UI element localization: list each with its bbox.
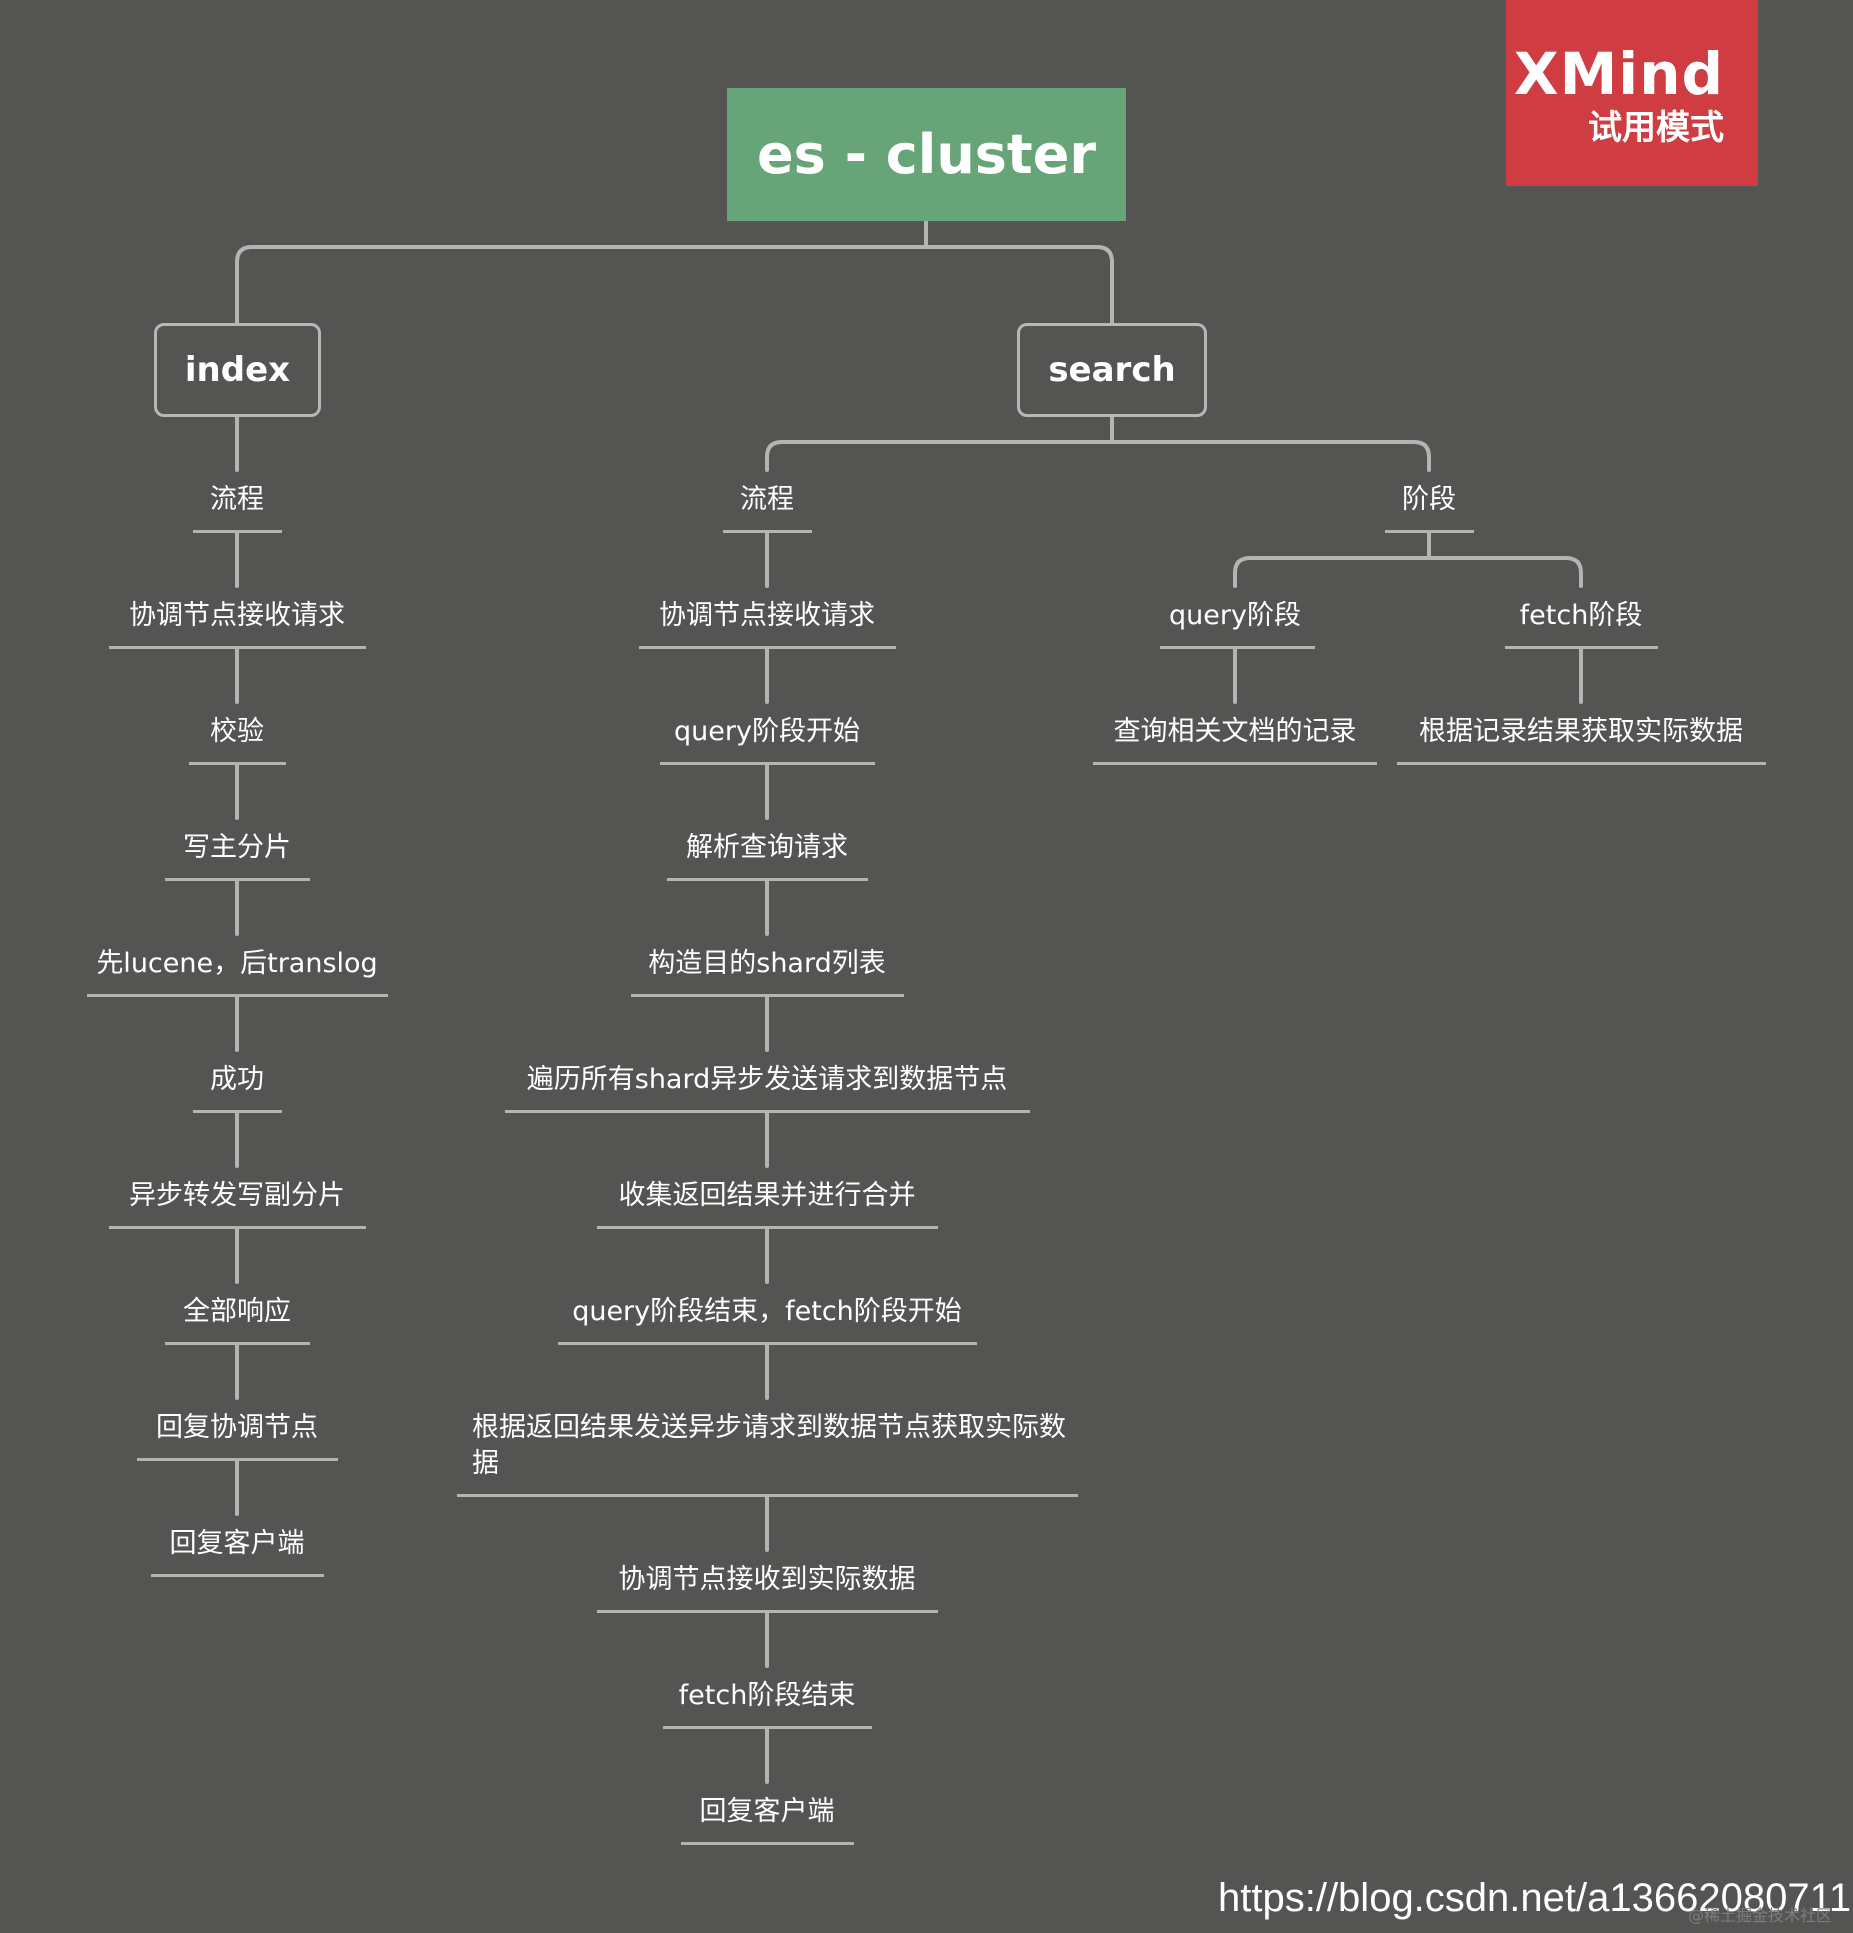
search-flow-step[interactable]: 回复客户端 bbox=[699, 1796, 835, 1827]
search-flow-step[interactable]: 收集返回结果并进行合并 bbox=[618, 1180, 916, 1211]
search-flow-step[interactable]: 流程 bbox=[740, 484, 794, 515]
search-flow-underline bbox=[597, 1226, 938, 1229]
index-step[interactable]: 校验 bbox=[210, 716, 264, 747]
search-flow-step[interactable]: 构造目的shard列表 bbox=[648, 948, 886, 979]
search-flow-underline bbox=[723, 530, 812, 533]
index-step-underline bbox=[165, 878, 310, 881]
fetch-detail-underline bbox=[1397, 762, 1766, 765]
query-detail-underline bbox=[1093, 762, 1377, 765]
search-flow-step[interactable]: query阶段开始 bbox=[674, 716, 860, 747]
branch-search[interactable]: search bbox=[1017, 323, 1207, 417]
search-flow-underline bbox=[597, 1610, 938, 1613]
root-topic[interactable]: es - cluster bbox=[727, 88, 1126, 221]
index-step[interactable]: 回复协调节点 bbox=[156, 1412, 318, 1443]
phases-underline bbox=[1385, 530, 1474, 533]
index-step[interactable]: 全部响应 bbox=[183, 1296, 291, 1327]
connector-search-split bbox=[765, 415, 1431, 472]
query-phase[interactable]: query阶段 bbox=[1169, 600, 1301, 631]
xmind-trial-badge: XMind 试用模式 bbox=[1506, 0, 1758, 186]
search-flow-underline bbox=[663, 1726, 872, 1729]
search-flow-underline bbox=[457, 1494, 1078, 1497]
query-phase-detail[interactable]: 查询相关文档的记录 bbox=[1113, 716, 1357, 747]
search-flow-step[interactable]: query阶段结束，fetch阶段开始 bbox=[572, 1296, 962, 1327]
search-flow-underline bbox=[639, 646, 896, 649]
fetch-phase-detail[interactable]: 根据记录结果获取实际数据 bbox=[1419, 716, 1743, 747]
fetch-phase-underline bbox=[1505, 646, 1658, 649]
index-step[interactable]: 成功 bbox=[210, 1064, 264, 1095]
root-title: es - cluster bbox=[757, 123, 1096, 186]
search-flow-step[interactable]: 根据返回结果发送异步请求到数据节点获取实际数据 bbox=[472, 1412, 1066, 1479]
watermark: @稀土掘金技术社区 bbox=[1688, 1906, 1833, 1925]
index-step[interactable]: 协调节点接收请求 bbox=[129, 600, 345, 631]
index-step-underline bbox=[165, 1342, 310, 1345]
index-step-underline bbox=[109, 1226, 366, 1229]
index-step[interactable]: 写主分片 bbox=[183, 832, 291, 863]
source-url: https://blog.csdn.net/a13662080711 bbox=[1218, 1876, 1852, 1920]
xmind-logo: XMind bbox=[1513, 40, 1724, 108]
search-flow-underline bbox=[631, 994, 904, 997]
search-flow-step[interactable]: 协调节点接收请求 bbox=[659, 600, 875, 631]
connector-root-branches bbox=[235, 219, 1114, 325]
index-step[interactable]: 流程 bbox=[210, 484, 264, 515]
index-step-underline bbox=[193, 530, 282, 533]
search-flow-step[interactable]: 协调节点接收到实际数据 bbox=[618, 1564, 916, 1595]
search-flow-underline bbox=[681, 1842, 854, 1845]
query-phase-underline bbox=[1160, 646, 1315, 649]
search-flow-underline bbox=[667, 878, 868, 881]
index-step[interactable]: 先lucene，后translog bbox=[96, 948, 378, 979]
search-flow-step[interactable]: fetch阶段结束 bbox=[678, 1680, 856, 1711]
branch-index[interactable]: index bbox=[154, 323, 321, 417]
index-step[interactable]: 异步转发写副分片 bbox=[129, 1180, 345, 1211]
index-step[interactable]: 回复客户端 bbox=[169, 1528, 305, 1559]
phases-label[interactable]: 阶段 bbox=[1402, 484, 1456, 515]
search-flow-step[interactable]: 遍历所有shard异步发送请求到数据节点 bbox=[526, 1064, 1008, 1095]
connector-phases-split bbox=[1233, 531, 1583, 704]
search-flow-underline bbox=[505, 1110, 1030, 1113]
index-step-underline bbox=[109, 646, 366, 649]
branch-index-label: index bbox=[184, 350, 291, 390]
index-step-underline bbox=[151, 1574, 324, 1577]
trial-mode-label: 试用模式 bbox=[1588, 108, 1724, 148]
search-flow-underline bbox=[660, 762, 875, 765]
index-step-underline bbox=[137, 1458, 338, 1461]
index-step-underline bbox=[87, 994, 388, 997]
search-flow-underline bbox=[558, 1342, 977, 1345]
index-step-underline bbox=[193, 1110, 282, 1113]
index-step-underline bbox=[189, 762, 286, 765]
branch-search-label: search bbox=[1048, 350, 1176, 390]
search-flow-step[interactable]: 解析查询请求 bbox=[686, 832, 848, 863]
fetch-phase[interactable]: fetch阶段 bbox=[1519, 600, 1643, 631]
